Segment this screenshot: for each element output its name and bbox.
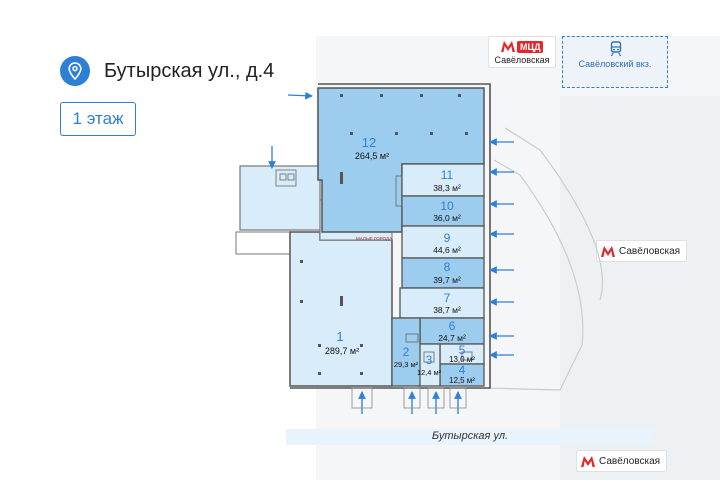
metro-badge-right: Савёловская bbox=[596, 240, 688, 262]
room-2-number: 2 bbox=[403, 345, 410, 359]
room-3-number: 3 bbox=[426, 353, 433, 367]
room-10-number: 10 bbox=[440, 199, 454, 213]
room-5-number: 5 bbox=[459, 343, 466, 357]
street-curve bbox=[484, 159, 584, 391]
room-12-number: 12 bbox=[362, 135, 376, 150]
mcd-tag: МЦД bbox=[517, 40, 544, 53]
room-2-size: 29,3 м² bbox=[394, 360, 419, 369]
room-1-area bbox=[289, 231, 393, 387]
room-10-size: 36,0 м² bbox=[433, 213, 461, 223]
street-name: Бутырская ул. bbox=[431, 430, 509, 442]
entrance-arrows bbox=[268, 91, 514, 414]
rail-station-box: Савёловский вкз. bbox=[562, 36, 668, 88]
room-4-size: 12,5 м² bbox=[449, 376, 475, 385]
station-area-background bbox=[560, 96, 720, 480]
stair-fixture bbox=[275, 169, 473, 363]
room-4-number: 4 bbox=[459, 363, 466, 377]
room-1-size: 289,7 м² bbox=[325, 346, 359, 356]
street-curve-outer bbox=[504, 127, 604, 301]
room-labels: 12 264,5 м² 11 38,3 м² 10 36,0 м² 9 44,6… bbox=[325, 135, 475, 385]
interior-details bbox=[300, 94, 468, 375]
room-3-size: 12,4 м² bbox=[417, 368, 442, 377]
room-8-number: 8 bbox=[444, 260, 451, 274]
metro-logo-icon bbox=[581, 455, 595, 467]
metro-badge-bottom: Савёловская bbox=[576, 450, 668, 472]
room-6-size: 24,7 м² bbox=[438, 333, 466, 343]
room-9-size: 44,6 м² bbox=[433, 245, 461, 255]
train-icon bbox=[610, 41, 622, 57]
metro-logo-icon bbox=[601, 245, 615, 257]
room-8-size: 39,7 м² bbox=[433, 275, 461, 285]
room-6-number: 6 bbox=[449, 319, 456, 333]
annex-wall-block bbox=[235, 231, 293, 255]
rail-station-name: Савёловский вкз. bbox=[578, 59, 652, 69]
room-9-area bbox=[401, 225, 485, 259]
room-7-number: 7 bbox=[444, 291, 451, 305]
mcd-station-badge: МЦД Савёловская bbox=[488, 36, 556, 68]
room-1-number: 1 bbox=[336, 329, 343, 344]
room-5-size: 13,0 м² bbox=[449, 355, 475, 364]
mcd-station-name: Савёловская bbox=[494, 55, 550, 65]
metro-station-name: Савёловская bbox=[599, 455, 661, 467]
room-11-area bbox=[401, 163, 485, 197]
metro-station-name: Савёловская bbox=[619, 245, 681, 257]
floor-button[interactable]: 1 этаж bbox=[60, 102, 136, 136]
metro-logo-icon bbox=[501, 41, 515, 52]
room-2-area bbox=[391, 317, 421, 387]
street-strip bbox=[286, 429, 654, 445]
address-text: Бутырская ул., д.4 bbox=[104, 59, 275, 82]
room-7-size: 38,7 м² bbox=[433, 305, 461, 315]
room-12-size: 264,5 м² bbox=[355, 151, 389, 161]
watermark-text: МАЛЫЕ ГОРОДА bbox=[356, 236, 392, 241]
room-11-size: 38,3 м² bbox=[433, 183, 461, 193]
room-11-number: 11 bbox=[441, 168, 454, 182]
room-9-number: 9 bbox=[444, 231, 451, 245]
entry-steps bbox=[351, 387, 467, 409]
address-header: Бутырская ул., д.4 bbox=[60, 56, 274, 86]
room-10-area bbox=[401, 195, 485, 227]
location-pin-icon bbox=[60, 56, 90, 86]
room-6-area bbox=[419, 317, 485, 345]
